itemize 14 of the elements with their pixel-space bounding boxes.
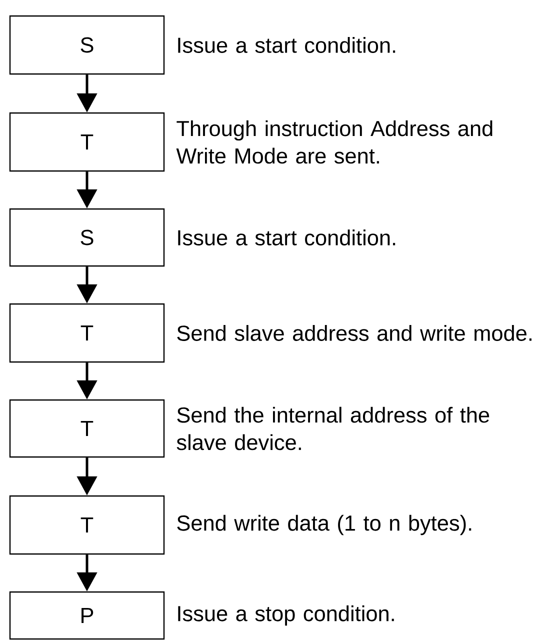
process-box: T — [9, 495, 165, 555]
step-description: Issue a stop condition. — [178, 605, 394, 626]
step-description: Issue a start condition. — [178, 230, 396, 246]
step-description: Send slave address and write mode. — [177, 325, 532, 341]
process-box: S — [9, 15, 165, 75]
process-box: T — [9, 399, 165, 458]
step-description: Send write data (1 to n bytes). — [177, 514, 472, 536]
step-description: Through instruction Address and Write Mode are sent. — [176, 120, 492, 164]
process-box: S — [9, 208, 165, 267]
step-description: Issue a start condition. — [178, 37, 396, 53]
process-box: T — [9, 303, 165, 363]
step-description: Send the internal address of the slave device. — [176, 406, 490, 450]
process-box: T — [9, 112, 165, 172]
process-box: P — [9, 591, 165, 640]
